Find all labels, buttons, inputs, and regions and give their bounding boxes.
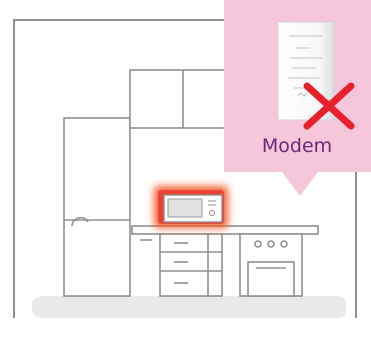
oven xyxy=(240,234,302,296)
microwave-icon xyxy=(154,186,228,228)
lower-cabinets xyxy=(140,234,222,296)
upper-cabinets xyxy=(130,70,236,128)
refrigerator xyxy=(64,118,130,296)
modem-label: Modem xyxy=(236,134,358,158)
floor xyxy=(32,296,346,318)
